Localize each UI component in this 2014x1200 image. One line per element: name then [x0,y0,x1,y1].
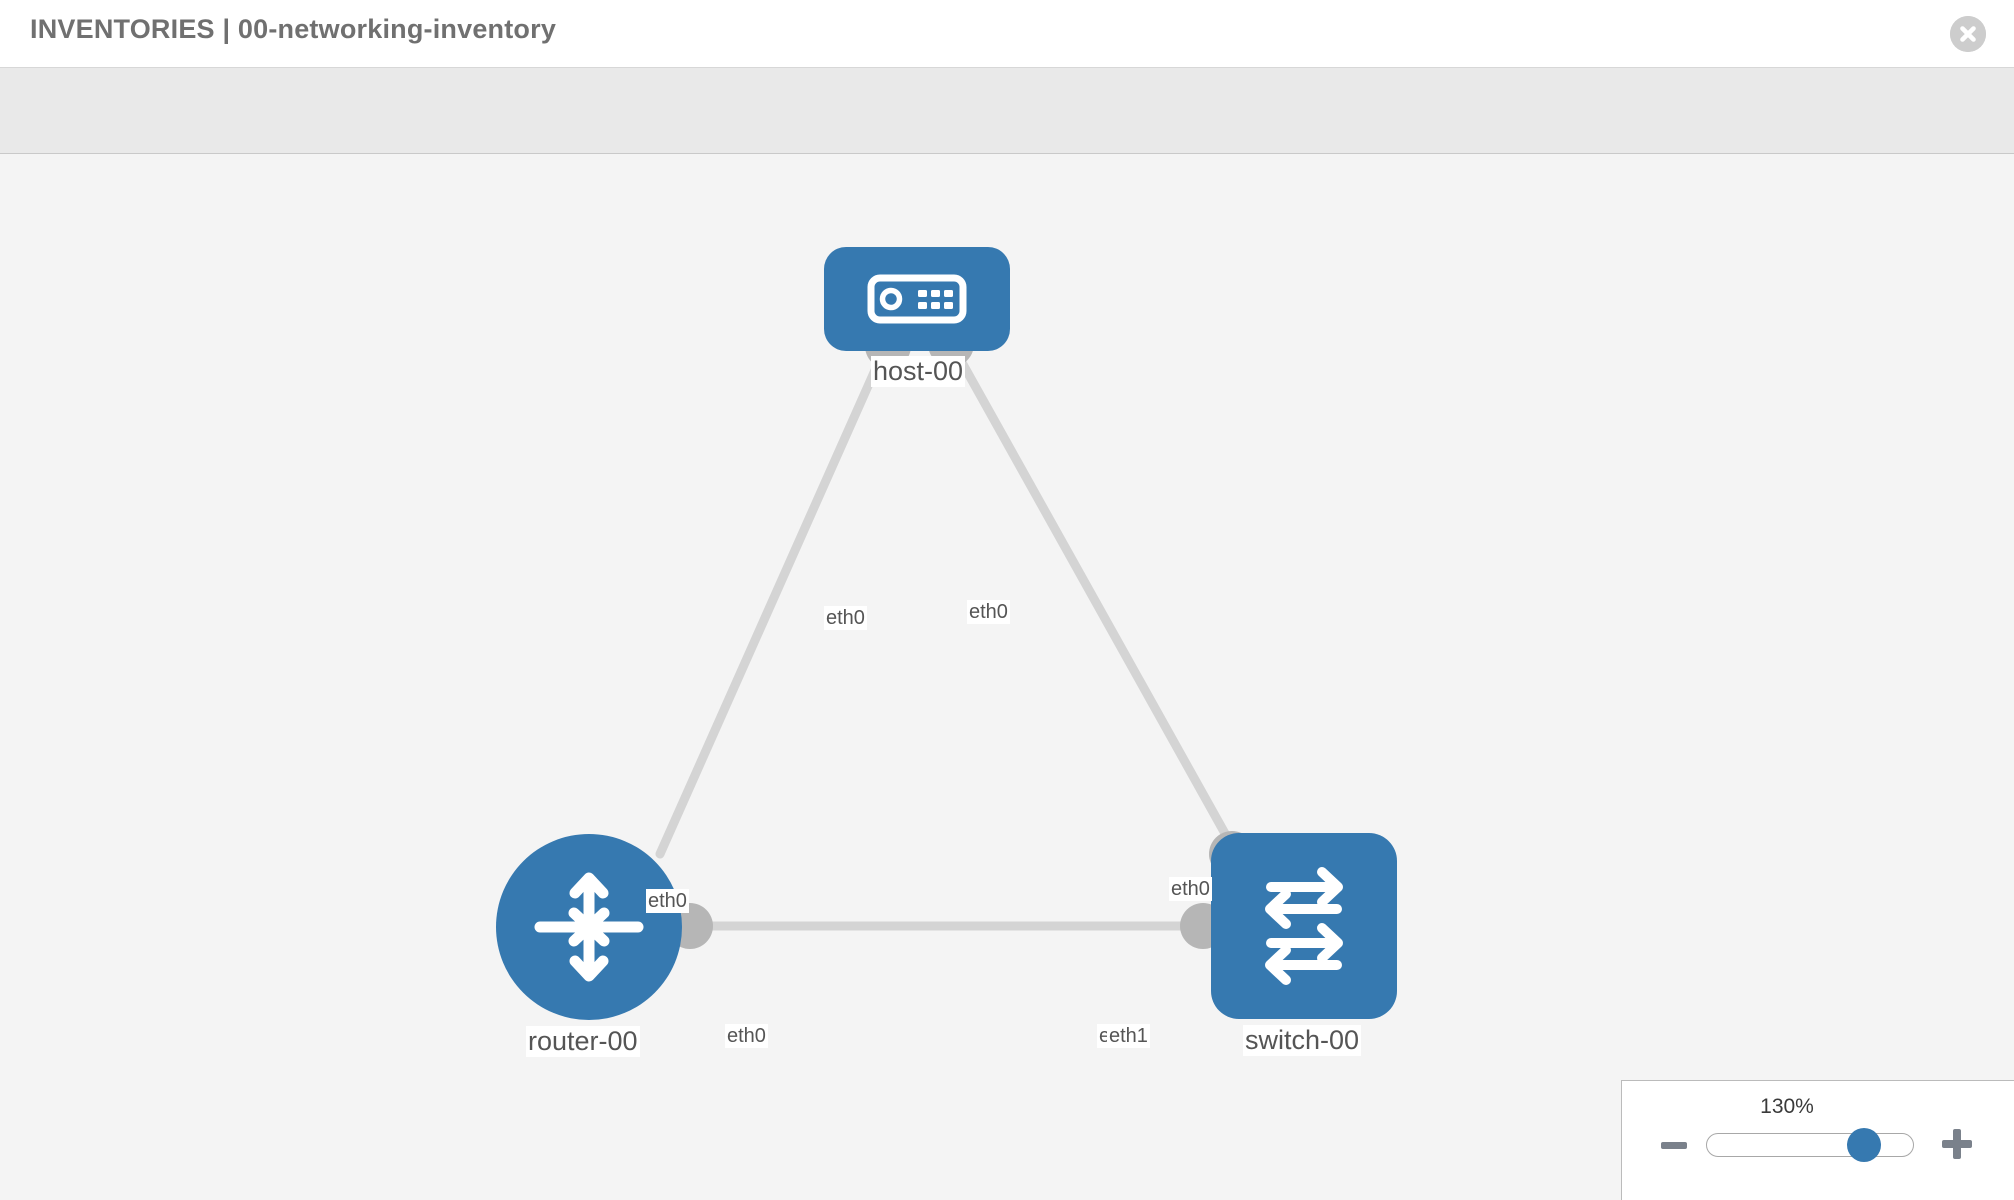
edge-label-host-right: eth0 [967,600,1010,624]
page-title: INVENTORIES | 00-networking-inventory [30,14,557,44]
router-arrows-icon [496,834,682,1020]
page-header: INVENTORIES | 00-networking-inventory [0,0,2014,68]
close-icon[interactable] [1950,16,1986,52]
node-host-00-label: host-00 [871,356,966,388]
plus-icon[interactable] [1940,1125,1974,1168]
edge-host-switch [950,345,1237,851]
minus-icon[interactable] [1660,1133,1688,1162]
zoom-slider[interactable] [1706,1128,1914,1162]
node-router-00-label: router-00 [526,1026,640,1058]
node-host-00-shape [824,247,1010,351]
node-switch-00-shape [1211,833,1397,1019]
zoom-control-panel: 130% [1621,1080,2014,1200]
node-switch-00-label: switch-00 [1243,1025,1362,1057]
zoom-slider-handle[interactable] [1847,1128,1881,1162]
topology-canvas[interactable]: host-00 [0,154,2014,1200]
edge-label-host-left: eth0 [824,606,867,630]
edge-host-router [655,345,889,859]
edge-label-router-upper: eth0 [646,889,689,913]
zoom-level-value: 130% [1760,1095,1814,1118]
switch-arrows-icon [1211,833,1397,1019]
edge-label-switch-left: eth1 [1107,1024,1150,1048]
server-icon [824,247,1010,351]
edge-label-router-right: eth0 [725,1024,768,1048]
edge-label-switch-upper: eth0 [1169,877,1212,901]
toolbar: ACTIONS SEARCH [0,68,2014,206]
